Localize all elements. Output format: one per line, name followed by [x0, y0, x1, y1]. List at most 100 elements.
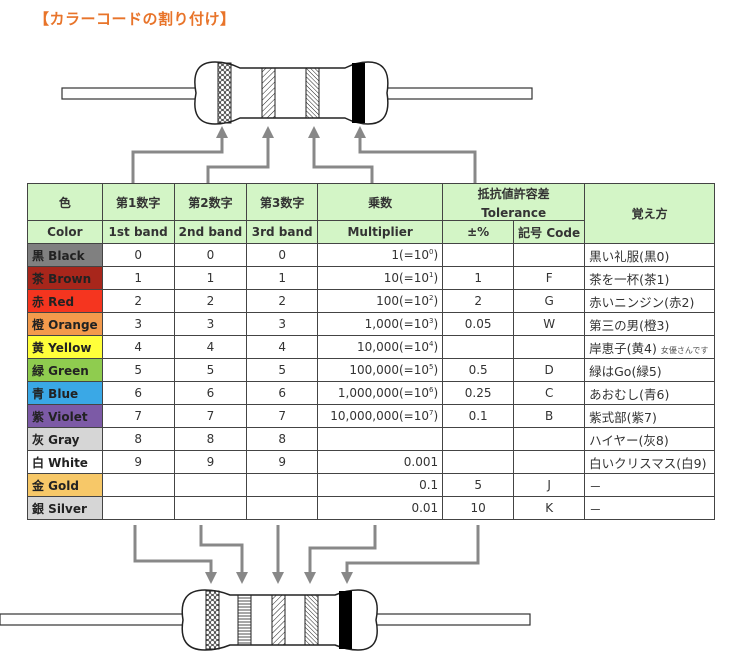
header-multiplier-en: Multiplier — [317, 220, 444, 244]
mnemonic: 緑はGo(緑5) — [584, 358, 716, 382]
tolerance-pct: 2 — [442, 289, 515, 313]
tolerance-code — [513, 427, 586, 451]
mnemonic-text: － — [589, 478, 602, 494]
color-cell: 橙 Orange — [27, 312, 103, 336]
multiplier-exponent: 6 — [429, 386, 434, 394]
color-cell: 茶 Brown — [27, 266, 103, 290]
band2-value — [173, 473, 248, 497]
band2-value: 7 — [173, 404, 248, 428]
bottom-arrows — [133, 525, 480, 584]
tolerance-code: B — [513, 404, 586, 428]
tolerance-pct — [442, 243, 515, 267]
multiplier-base: 10(=10 — [383, 271, 429, 285]
band2-value: 4 — [173, 335, 248, 359]
multiplier-value: 10,000,000(=107) — [317, 404, 444, 428]
band3-value: 2 — [246, 289, 319, 313]
band3-value: 8 — [246, 427, 319, 451]
band1-value: 1 — [101, 266, 175, 290]
band2-value — [173, 496, 248, 520]
header-band2-en: 2nd band — [173, 220, 248, 244]
band3-value: 0 — [246, 243, 319, 267]
mnemonic: 赤いニンジン(赤2) — [584, 289, 716, 313]
tolerance-code: K — [513, 496, 586, 520]
band2-value: 0 — [173, 243, 248, 267]
mnemonic-text: あおむし(青6) — [589, 386, 670, 402]
multiplier-base: 100(=10 — [376, 294, 429, 308]
multiplier-exponent: 5 — [429, 363, 434, 371]
top-arrows — [131, 126, 477, 183]
header-tolerance-code: 記号 Code — [513, 220, 586, 244]
band1-value: 9 — [101, 450, 175, 474]
color-cell: 白 White — [27, 450, 103, 474]
mnemonic-text: 緑はGo(緑5) — [589, 363, 662, 379]
band-2 — [261, 67, 276, 119]
mnemonic: 白いクリスマス(白9) — [584, 450, 716, 474]
color-cell: 紫 Violet — [27, 404, 103, 428]
multiplier-value: 100,000(=105) — [317, 358, 444, 382]
multiplier-base: 100,000(=10 — [349, 363, 429, 377]
color-cell: 灰 Gray — [27, 427, 103, 451]
tolerance-code: C — [513, 381, 586, 405]
color-cell: 緑 Green — [27, 358, 103, 382]
band3-value: 7 — [246, 404, 319, 428]
band3-value: 1 — [246, 266, 319, 290]
tolerance-code: W — [513, 312, 586, 336]
band2-value: 8 — [173, 427, 248, 451]
header-band3-jp: 第3数字 — [246, 183, 319, 221]
band3-value — [246, 473, 319, 497]
band3-value: 9 — [246, 450, 319, 474]
multiplier-base: 0.01 — [411, 501, 439, 515]
multiplier-base: 1,000(=10 — [364, 317, 429, 331]
mnemonic-note: 女優さんです — [660, 345, 709, 355]
band3-value — [246, 496, 319, 520]
mnemonic: あおむし(青6) — [584, 381, 716, 405]
mnemonic: － — [584, 496, 716, 520]
mnemonic: 第三の男(橙3) — [584, 312, 716, 336]
header-band1-jp: 第1数字 — [101, 183, 175, 221]
mnemonic-text: 第三の男(橙3) — [589, 317, 670, 333]
tolerance-pct: 10 — [442, 496, 515, 520]
tolerance-code: G — [513, 289, 586, 313]
multiplier-exponent: 3 — [429, 317, 434, 325]
band-3 — [271, 594, 286, 646]
band2-value: 3 — [173, 312, 248, 336]
band1-value: 7 — [101, 404, 175, 428]
band1-value: 4 — [101, 335, 175, 359]
tolerance-pct — [442, 427, 515, 451]
color-cell: 黄 Yellow — [27, 335, 103, 359]
tolerance-code: D — [513, 358, 586, 382]
band1-value: 8 — [101, 427, 175, 451]
band-tolerance — [339, 591, 352, 649]
top-resistor-4-band — [61, 61, 533, 125]
band2-value: 9 — [173, 450, 248, 474]
multiplier-base: 10,000,000(=10 — [330, 409, 429, 423]
color-cell: 銀 Silver — [27, 496, 103, 520]
band-1 — [205, 590, 220, 650]
page-title: 【カラーコードの割り付け】 — [34, 10, 236, 28]
multiplier-exponent: 2 — [429, 294, 434, 302]
band3-value: 6 — [246, 381, 319, 405]
band-tolerance — [352, 63, 365, 123]
header-color-jp: 色 — [27, 183, 103, 221]
multiplier-base: 0.001 — [403, 455, 439, 469]
multiplier-value: 10(=101) — [317, 266, 444, 290]
tolerance-pct: 5 — [442, 473, 515, 497]
band1-value: 3 — [101, 312, 175, 336]
mnemonic-text: 岸恵子(黄4) — [589, 340, 657, 356]
mnemonic: 岸恵子(黄4) 女優さんです — [584, 335, 716, 359]
band2-value: 2 — [173, 289, 248, 313]
mnemonic: 黒い礼服(黒0) — [584, 243, 716, 267]
multiplier-exponent: 7 — [429, 409, 434, 417]
mnemonic-text: 白いクリスマス(白9) — [589, 455, 707, 471]
header-band2-jp: 第2数字 — [173, 183, 248, 221]
multiplier-value: 0.01 — [317, 496, 444, 520]
